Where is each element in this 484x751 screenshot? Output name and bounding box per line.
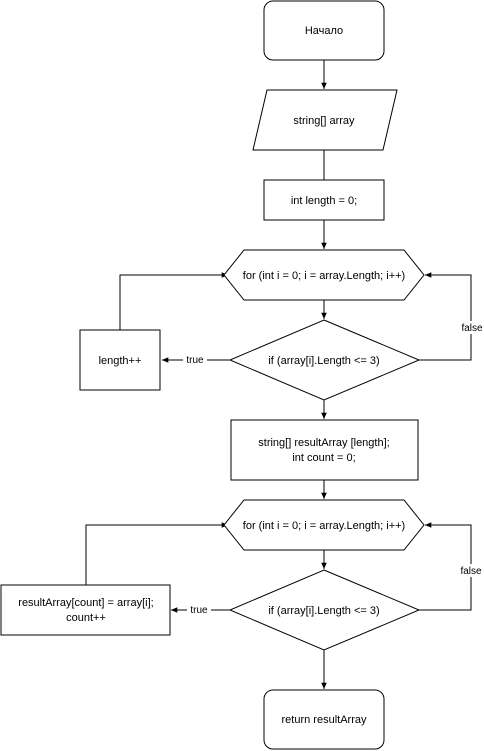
node-loop1-label: for (int i = 0; i = array.Length; i++) (243, 270, 405, 282)
node-assign-line1: resultArray[count] = array[i]; (18, 597, 153, 609)
edge-assign-to-loop2 (85, 522, 228, 585)
node-init-length-label: int length = 0; (291, 195, 357, 207)
node-input: string[] array (252, 89, 398, 151)
node-cond2-label: if (array[i].Length <= 3) (268, 605, 379, 617)
node-loop2-label: for (int i = 0; i = array.Length; i++) (243, 520, 405, 532)
node-init-length: int length = 0; (263, 179, 385, 221)
node-alloc-line1: string[] resultArray [length]; (258, 437, 389, 449)
node-loop2: for (int i = 0; i = array.Length; i++) (223, 499, 425, 551)
edge-inc-to-loop1 (119, 272, 228, 330)
edge-label-false-2: false (460, 566, 482, 577)
node-inc-length: length++ (79, 329, 161, 391)
node-cond2: if (array[i].Length <= 3) (228, 569, 421, 651)
node-end-label: return resultArray (282, 714, 367, 726)
edge-label-false-1: false (461, 323, 483, 334)
edge-cond1-false (419, 272, 472, 361)
node-input-label: string[] array (293, 115, 355, 127)
node-loop1: for (int i = 0; i = array.Length; i++) (223, 249, 425, 301)
node-end: return resultArray (263, 689, 385, 750)
node-cond1-label: if (array[i].Length <= 3) (268, 355, 379, 367)
node-assign: resultArray[count] = array[i]; count++ (0, 584, 171, 636)
edge-label-true-2: true (190, 605, 208, 616)
node-alloc-line2: int count = 0; (292, 452, 355, 464)
node-assign-line2: count++ (66, 612, 106, 624)
edge-label-true-1: true (186, 355, 204, 366)
node-start: Начало (263, 0, 385, 61)
node-inc-length-label: length++ (99, 355, 142, 367)
node-start-label: Начало (305, 25, 343, 37)
node-cond1: if (array[i].Length <= 3) (228, 319, 421, 401)
node-alloc: string[] resultArray [length]; int count… (230, 419, 419, 481)
